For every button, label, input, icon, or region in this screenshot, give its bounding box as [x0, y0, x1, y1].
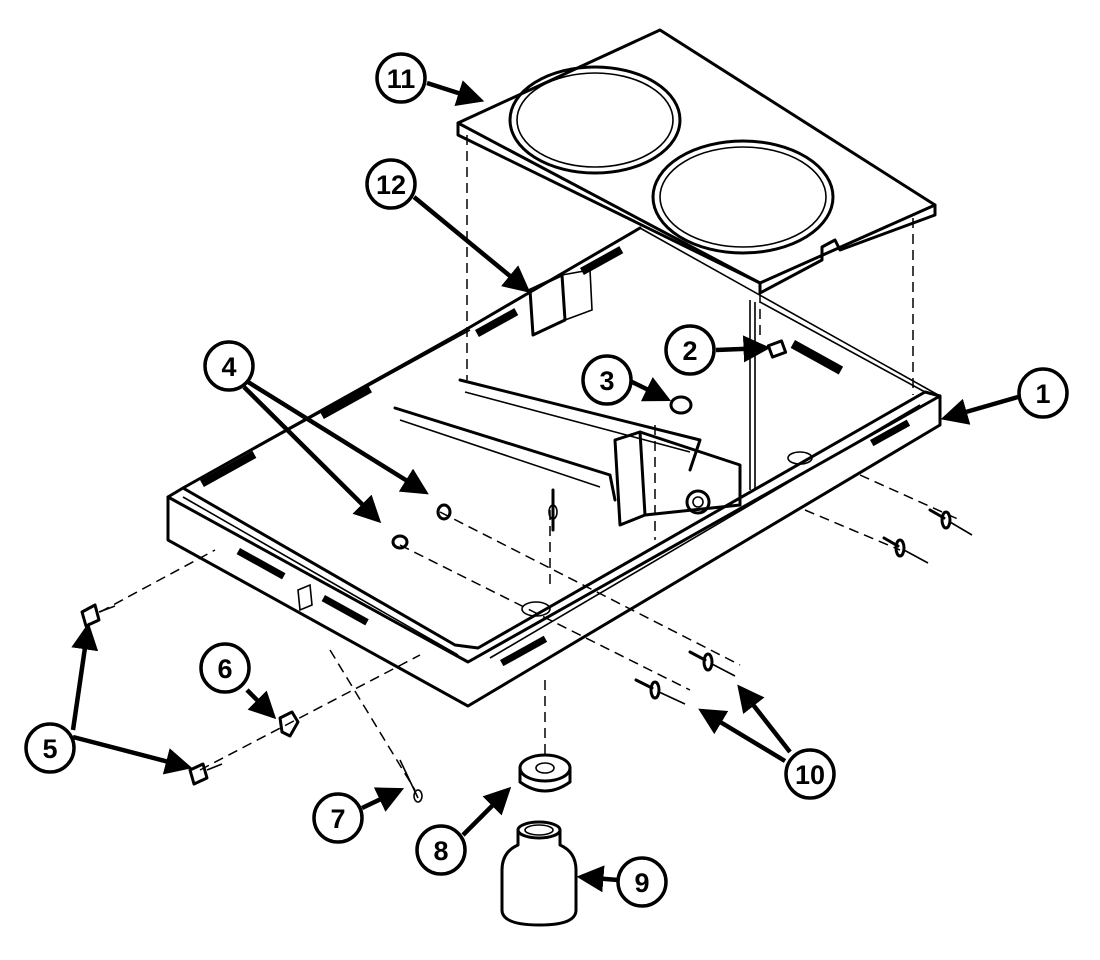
- cap-part-8: [518, 753, 572, 793]
- callout-5: 5: [24, 722, 76, 774]
- svg-text:3: 3: [599, 366, 614, 396]
- svg-text:11: 11: [387, 64, 416, 94]
- screws-part-5: [80, 603, 223, 786]
- clip-part-6: [278, 710, 300, 738]
- bolts-part-10: [634, 508, 973, 705]
- svg-text:6: 6: [217, 654, 232, 684]
- svg-text:5: 5: [42, 734, 57, 764]
- nut-part-2: [766, 339, 788, 359]
- callout-11: 11: [375, 52, 427, 104]
- svg-text:9: 9: [634, 868, 649, 898]
- svg-text:4: 4: [221, 352, 236, 382]
- plug-part-3: [669, 395, 693, 415]
- base-pan: [166, 226, 942, 708]
- callout-12: 12: [365, 158, 417, 210]
- callout-10: 10: [784, 748, 836, 800]
- callout-9: 9: [616, 856, 668, 908]
- top-plate: [456, 28, 937, 295]
- hardware: [80, 269, 973, 927]
- svg-text:8: 8: [433, 836, 448, 866]
- callout-1: 1: [1017, 367, 1069, 419]
- alignment-lines: [99, 135, 961, 791]
- svg-text:7: 7: [330, 804, 345, 834]
- jar-part-9: [500, 820, 578, 927]
- callout-8: 8: [415, 824, 467, 876]
- rod: [548, 488, 558, 532]
- svg-text:1: 1: [1035, 379, 1050, 409]
- svg-text:2: 2: [682, 336, 697, 366]
- svg-text:10: 10: [795, 760, 825, 790]
- bracket-part-12: [528, 269, 593, 337]
- callout-4: 4: [203, 340, 255, 392]
- callout-2: 2: [664, 324, 716, 376]
- callout-7: 7: [312, 792, 364, 844]
- grommets-part-4: [391, 503, 452, 550]
- svg-text:12: 12: [376, 170, 406, 200]
- wire-part-7: [399, 759, 423, 803]
- leader-arrows: [70, 80, 1019, 893]
- callout-6: 6: [199, 642, 251, 694]
- callout-3: 3: [581, 354, 633, 406]
